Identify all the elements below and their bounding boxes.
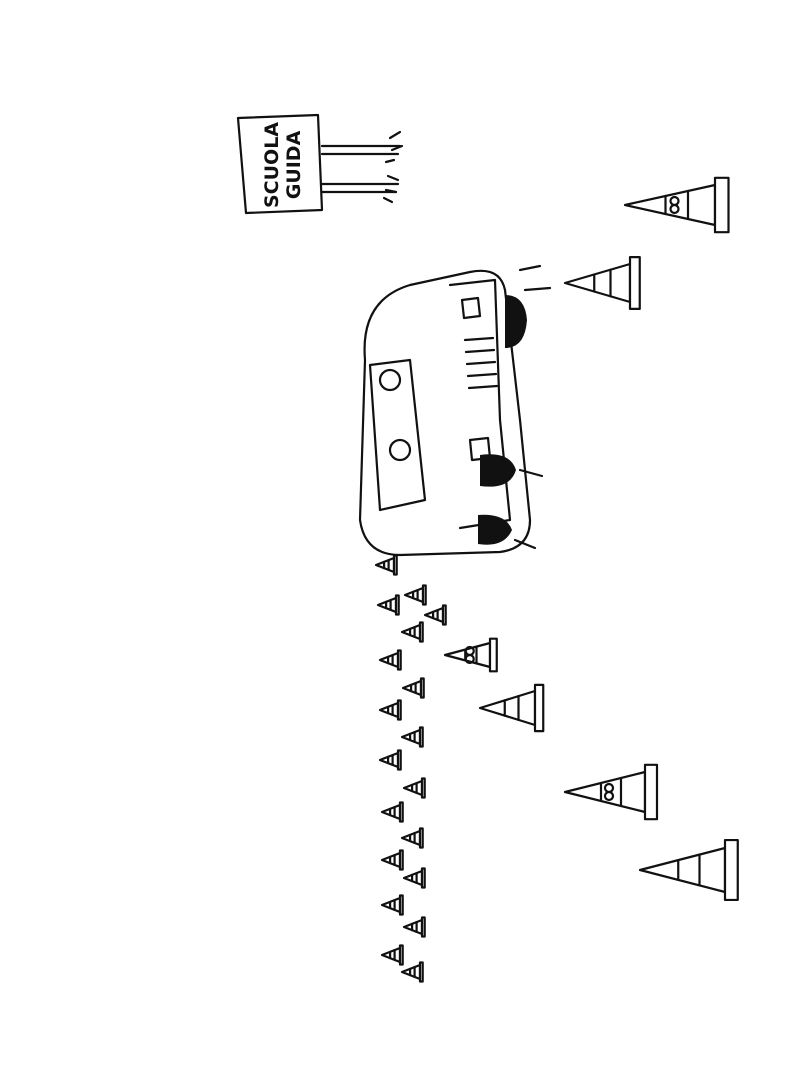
traffic-cone <box>400 827 424 849</box>
motion-lines <box>513 264 552 550</box>
grass-tufts <box>382 130 404 204</box>
student-driver <box>388 438 412 462</box>
traffic-cone <box>403 584 427 606</box>
cone-with-face <box>563 763 659 821</box>
traffic-cone <box>400 621 424 643</box>
traffic-cone <box>478 683 545 733</box>
traffic-cone <box>423 604 447 626</box>
traffic-cone <box>402 916 426 938</box>
grille <box>463 336 499 390</box>
traffic-cone <box>380 849 404 871</box>
traffic-cone <box>378 749 402 771</box>
car <box>358 264 552 557</box>
traffic-cone <box>400 961 424 983</box>
cone-with-face <box>623 176 730 234</box>
traffic-cone <box>402 777 426 799</box>
sign-line-2: GUIDA <box>283 130 305 199</box>
school-sign: SCUOLA GUIDA <box>236 113 404 215</box>
sign-line-1: SCUOLA <box>261 122 283 208</box>
traffic-cone <box>378 649 402 671</box>
cones <box>374 176 739 983</box>
traffic-cone <box>401 677 425 699</box>
traffic-cone <box>380 801 404 823</box>
windshield <box>368 358 427 512</box>
wheels <box>478 295 527 545</box>
traffic-cone <box>380 944 404 966</box>
instructor <box>378 368 402 392</box>
traffic-cone <box>402 867 426 889</box>
traffic-cone <box>563 256 641 310</box>
traffic-cone <box>374 554 398 576</box>
traffic-cone <box>380 894 404 916</box>
traffic-cone <box>400 726 424 748</box>
traffic-cone <box>376 594 400 616</box>
traffic-cone <box>638 838 739 902</box>
cone-with-face <box>443 637 498 673</box>
traffic-cone <box>378 699 402 721</box>
